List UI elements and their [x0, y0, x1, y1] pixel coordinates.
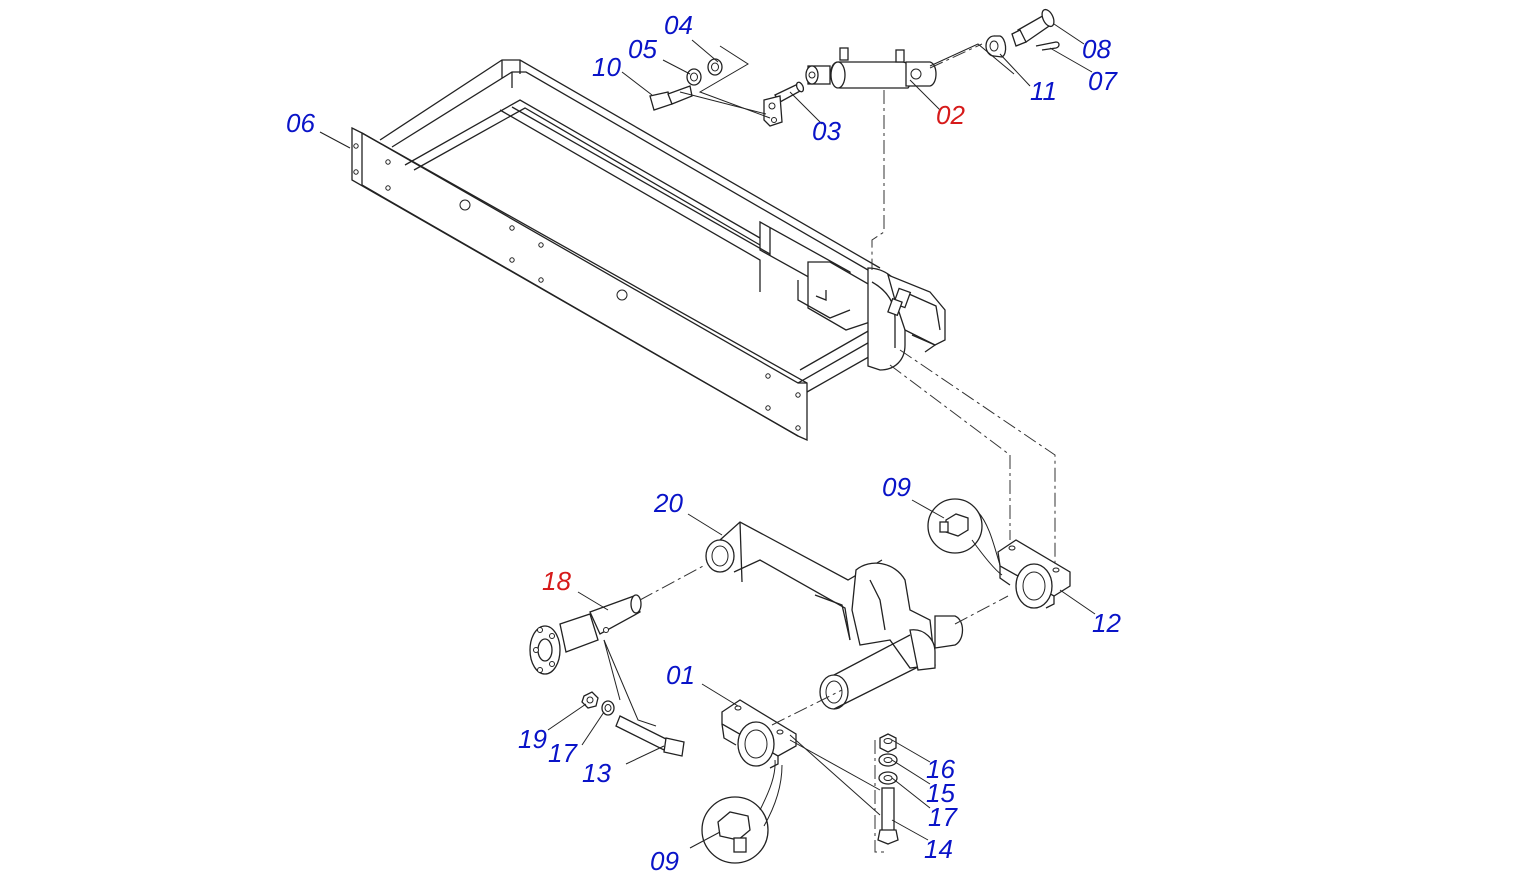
part-label-08: 08	[1082, 34, 1111, 64]
part-label-15: 15	[926, 778, 955, 808]
main-frame-part	[351, 59, 946, 442]
washer-05-part	[686, 68, 702, 86]
part-label-11: 11	[1030, 76, 1057, 106]
part-label-09-lower: 09	[650, 846, 679, 876]
part-label-05: 05	[628, 34, 657, 64]
part-label-01: 01	[666, 660, 695, 690]
bearing-block-01-part	[721, 699, 797, 769]
hub-spindle-part	[529, 594, 642, 675]
bolt-10-part	[649, 85, 693, 111]
bushing-11-part	[985, 35, 1007, 58]
bolt-13-part	[615, 715, 685, 757]
part-label-02: 02	[936, 100, 965, 130]
part-label-19: 19	[518, 724, 547, 754]
part-label-16: 16	[926, 754, 955, 784]
grease-fitting-09b-part	[701, 759, 783, 864]
part-label-17-right: 17	[928, 802, 958, 832]
part-label-10: 10	[592, 52, 621, 82]
part-label-06: 06	[286, 108, 315, 138]
part-label-12: 12	[1092, 608, 1121, 638]
part-label-20: 20	[653, 488, 683, 518]
bearing-block-12-part	[997, 539, 1071, 609]
part-label-09-upper: 09	[882, 472, 911, 502]
clip-07-part	[1035, 41, 1060, 51]
hydraulic-cylinder-part	[805, 47, 937, 89]
bolt-14-part	[877, 787, 899, 845]
part-label-13: 13	[582, 758, 611, 788]
washer-17a-part	[601, 700, 615, 716]
washer-17b-part	[878, 771, 898, 785]
washer-15-part	[878, 753, 898, 767]
part-label-14: 14	[924, 834, 953, 864]
part-label-04: 04	[664, 10, 693, 40]
part-label-18: 18	[542, 566, 571, 596]
washer-04-part	[707, 58, 723, 76]
leader-lines	[319, 23, 1096, 849]
grease-fitting-09a-part	[927, 498, 1003, 576]
axle-beam-part	[705, 521, 964, 710]
pin-08-part	[1011, 8, 1055, 47]
part-label-07: 07	[1088, 66, 1118, 96]
nut-16-part	[879, 733, 897, 753]
part-label-17-left: 17	[548, 738, 578, 768]
pin-03-part	[763, 81, 805, 127]
assembly-axis-lines	[639, 43, 1056, 853]
part-label-03: 03	[812, 116, 841, 146]
